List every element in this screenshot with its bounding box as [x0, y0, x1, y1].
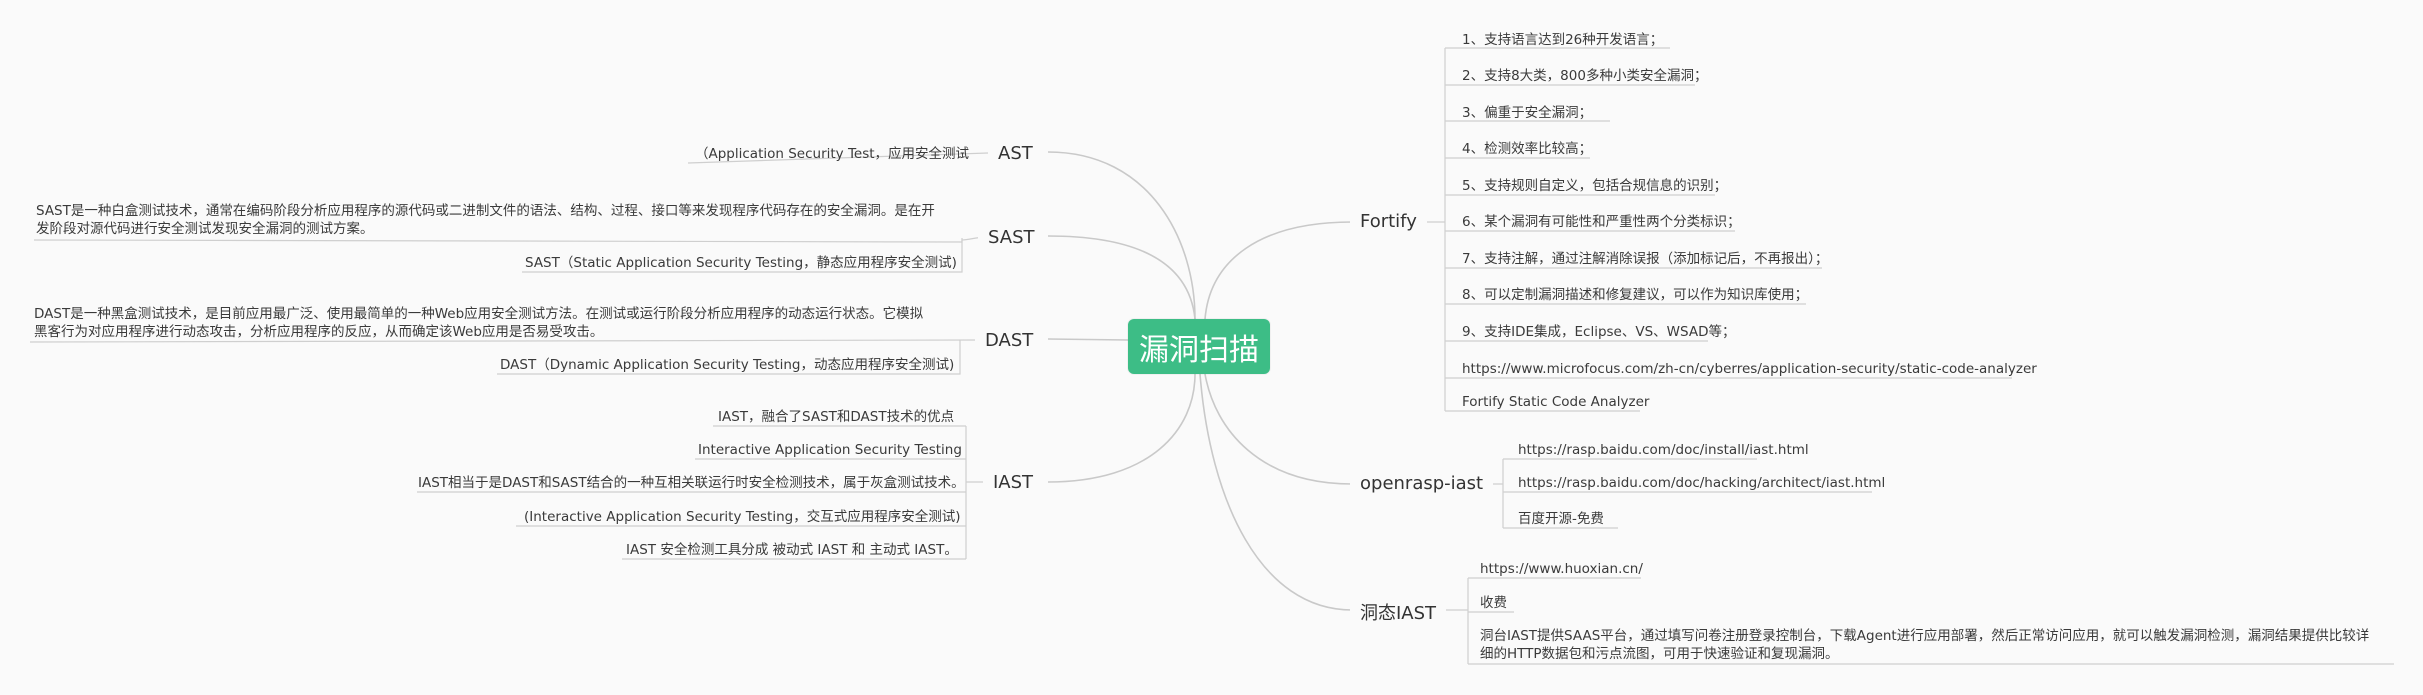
- leaf-fortify-3[interactable]: 3、偏重于安全漏洞；: [1462, 105, 1593, 121]
- leaf-dast-description[interactable]: DAST是一种黑盒测试技术，是目前应用最广泛、使用最简单的一种Web应用安全测试…: [34, 306, 924, 340]
- link-root-openrasp: [1204, 373, 1353, 485]
- leaf-fortify-5[interactable]: 5、支持规则自定义，包括合规信息的识别；: [1462, 178, 1728, 194]
- topic-sast[interactable]: SAST: [978, 223, 1045, 252]
- root-topic[interactable]: 漏洞扫描: [1128, 319, 1270, 374]
- topic-dast[interactable]: DAST: [975, 326, 1044, 355]
- leaf-dongtai-description[interactable]: 洞台IAST提供SAAS平台，通过填写问卷注册登录控制台，下载Agent进行应用…: [1480, 628, 2370, 662]
- leaf-ast-definition[interactable]: （Application Security Test，应用安全测试: [695, 146, 970, 162]
- leaf-iast-3[interactable]: IAST相当于是DAST和SAST结合的一种互相关联运行时安全检测技术，属于灰盒…: [418, 475, 965, 491]
- leaf-sast-definition[interactable]: SAST（Static Application Security Testing…: [525, 255, 957, 271]
- link-root-ast: [1047, 151, 1196, 320]
- leaf-fortify-6[interactable]: 6、某个漏洞有可能性和严重性两个分类标识；: [1462, 214, 1741, 230]
- link-root-dongtai: [1199, 373, 1353, 611]
- leaf-fortify-7[interactable]: 7、支持注解，通过注解消除误报（添加标记后，不再报出）；: [1462, 251, 1829, 267]
- topic-iast[interactable]: IAST: [983, 468, 1044, 497]
- leaf-openrasp-url-1[interactable]: https://rasp.baidu.com/doc/install/iast.…: [1518, 442, 1809, 458]
- leaf-fortify-1[interactable]: 1、支持语言达到26种开发语言；: [1462, 32, 1664, 48]
- leaf-openrasp-note[interactable]: 百度开源-免费: [1518, 511, 1604, 527]
- leaf-iast-2[interactable]: Interactive Application Security Testing: [698, 442, 962, 458]
- leaf-dongtai-url[interactable]: https://www.huoxian.cn/: [1480, 561, 1643, 577]
- leaf-dongtai-price[interactable]: 收费: [1480, 595, 1507, 611]
- leaf-dast-definition[interactable]: DAST（Dynamic Application Security Testin…: [500, 357, 955, 373]
- link-root-sast: [1047, 235, 1196, 320]
- topic-dongtai-iast[interactable]: 洞态IAST: [1350, 595, 1447, 629]
- topic-ast[interactable]: AST: [988, 139, 1043, 168]
- leaf-fortify-2[interactable]: 2、支持8大类，800多种小类安全漏洞；: [1462, 68, 1708, 84]
- link-root-iast: [1047, 373, 1196, 483]
- leaf-fortify-url[interactable]: https://www.microfocus.com/zh-cn/cyberre…: [1462, 361, 2037, 377]
- leaf-openrasp-url-2[interactable]: https://rasp.baidu.com/doc/hacking/archi…: [1518, 475, 1886, 491]
- link-root-fortify: [1204, 221, 1353, 320]
- leaf-iast-5[interactable]: IAST 安全检测工具分成 被动式 IAST 和 主动式 IAST。: [626, 542, 958, 558]
- leaf-fortify-8[interactable]: 8、可以定制漏洞描述和修复建议，可以作为知识库使用；: [1462, 287, 1809, 303]
- leaf-iast-1[interactable]: IAST，融合了SAST和DAST技术的优点: [718, 409, 955, 425]
- link-root-dast: [1047, 338, 1129, 341]
- topic-openrasp-iast[interactable]: openrasp-iast: [1350, 469, 1494, 498]
- leaf-fortify-9[interactable]: 9、支持IDE集成，Eclipse、VS、WSAD等；: [1462, 324, 1736, 340]
- leaf-iast-4[interactable]: (Interactive Application Security Testin…: [524, 509, 961, 525]
- leaf-sast-description[interactable]: SAST是一种白盒测试技术，通常在编码阶段分析应用程序的源代码或二进制文件的语法…: [36, 203, 935, 237]
- leaf-fortify-4[interactable]: 4、检测效率比较高；: [1462, 141, 1593, 157]
- leaf-fortify-product[interactable]: Fortify Static Code Analyzer: [1462, 394, 1650, 410]
- topic-fortify[interactable]: Fortify: [1350, 207, 1427, 236]
